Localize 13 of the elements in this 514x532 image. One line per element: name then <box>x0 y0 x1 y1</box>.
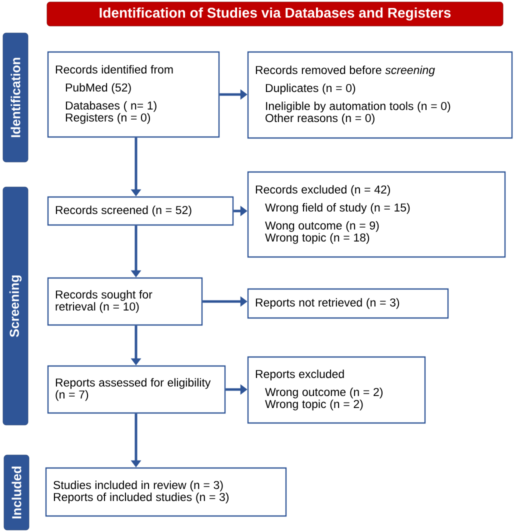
process-box: Studies included in review (n = 3) Reports of included studies (n = 3) <box>45 467 287 517</box>
title-banner: Identification of Studies via Databases and Registers <box>46 2 504 26</box>
process-box: Records excluded (n = 42) Wrong field of study (n = 15) Wong outcome (n = 9) Wrong topic (n = 18) <box>247 171 506 258</box>
process-box: Reports assessed for eligibility (n = 7) <box>47 365 226 414</box>
process-box: Reports excluded Wrong outcome (n = 2) Wrong topic (n = 2) <box>247 356 426 424</box>
process-box: Reports not retrieved (n = 3) <box>247 288 449 319</box>
process-box: Records identified from PubMed (52) Databases ( n= 1) Registers (n = 0) <box>47 51 220 138</box>
process-box: Records sought for retrieval (n = 10) <box>47 277 203 326</box>
phase-band: Identification <box>2 32 28 162</box>
phase-band: Screening <box>2 186 28 426</box>
process-box: Records screened (n = 52) <box>47 196 234 226</box>
process-box: Records removed before screening Duplicates (n = 0) Ineligible by automation tools (n = 0) Other reasons (n = 0) <box>247 51 513 139</box>
phase-band: Included <box>4 454 30 530</box>
